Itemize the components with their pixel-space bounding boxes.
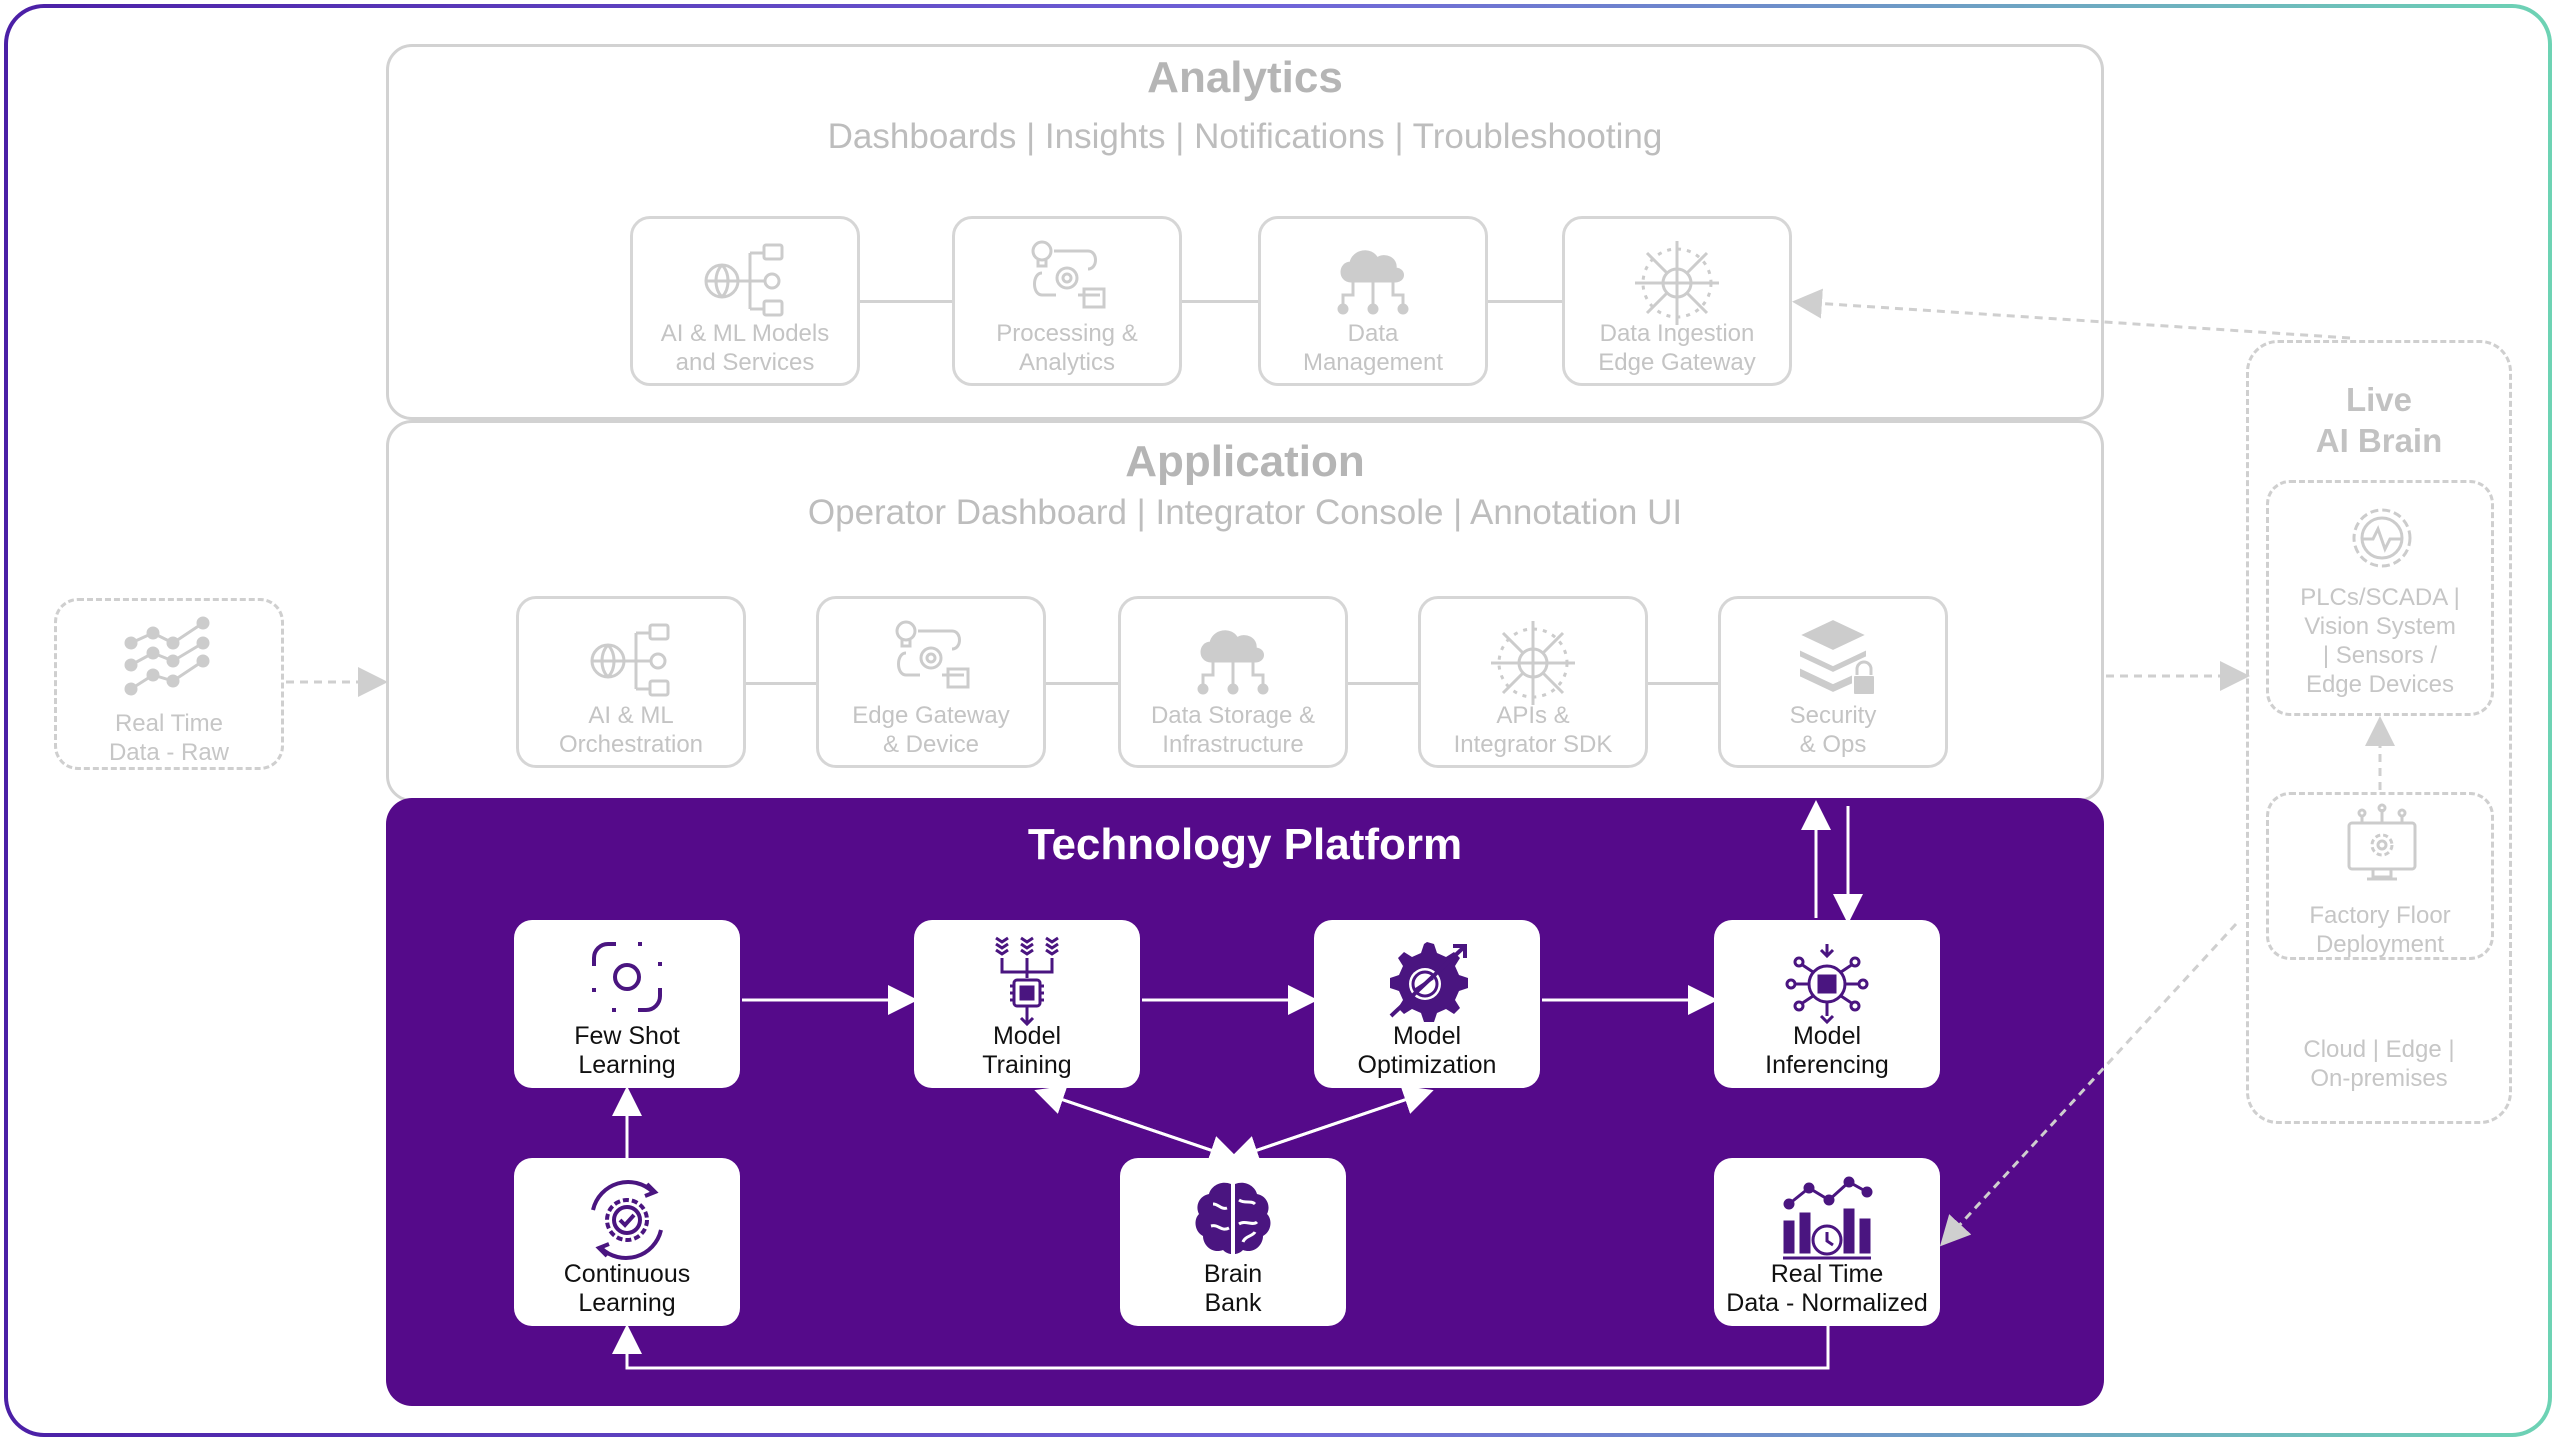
lightbulb-gear-icon <box>895 620 970 689</box>
analytics-title: Analytics <box>1147 53 1343 102</box>
application-title: Application <box>1125 437 1365 486</box>
card-security-ops[interactable]: Security& Ops <box>1718 596 1948 768</box>
layers-lock-icon <box>1796 617 1876 696</box>
monitor-gear-icon <box>2347 803 2417 881</box>
focus-circle-icon <box>592 942 662 1012</box>
lightbulb-gear-icon <box>1031 240 1106 309</box>
application-connector <box>744 682 820 685</box>
application-connector <box>1344 682 1420 685</box>
line-graph-icon <box>124 616 210 696</box>
card-data-storage[interactable]: Data Storage &Infrastructure <box>1118 596 1348 768</box>
analytics-subtitle: Dashboards | Insights | Notifications | … <box>827 117 1663 156</box>
application-subtitle: Operator Dashboard | Integrator Console … <box>807 493 1683 532</box>
chip-network-icon <box>995 936 1059 1027</box>
globe-network-icon <box>590 623 670 697</box>
cloud-network-icon <box>1197 630 1269 695</box>
deployment-locations: Cloud | Edge |On-premises <box>2303 1036 2455 1092</box>
card-apis-sdk[interactable]: APIs &Integrator SDK <box>1418 596 1648 768</box>
card-processing-analytics[interactable]: Processing &Analytics <box>952 216 1182 386</box>
globe-network-icon <box>704 243 784 317</box>
analytics-connector <box>1180 300 1260 303</box>
hub-globe-icon <box>1635 241 1719 325</box>
gear-pulse-icon <box>2352 508 2412 568</box>
application-connector <box>1644 682 1720 685</box>
card-edge-gateway-device[interactable]: Edge Gateway& Device <box>816 596 1046 768</box>
cloud-network-icon <box>1337 250 1409 315</box>
hub-globe-icon <box>1491 621 1575 705</box>
analytics-connector <box>1486 300 1564 303</box>
application-connector <box>1044 682 1120 685</box>
bar-chart-clock-icon <box>1783 1176 1873 1260</box>
technology-platform-title: Technology Platform <box>1027 820 1463 869</box>
plc-scada-box[interactable]: PLCs/SCADA |Vision System| Sensors /Edge… <box>2266 480 2494 716</box>
circuit-brain-icon <box>1785 944 1869 1025</box>
brain-icon <box>1195 1182 1271 1254</box>
analytics-connector <box>858 300 954 303</box>
gear-check-cycle-icon <box>591 1180 663 1260</box>
gear-arrow-icon <box>1389 942 1468 1022</box>
